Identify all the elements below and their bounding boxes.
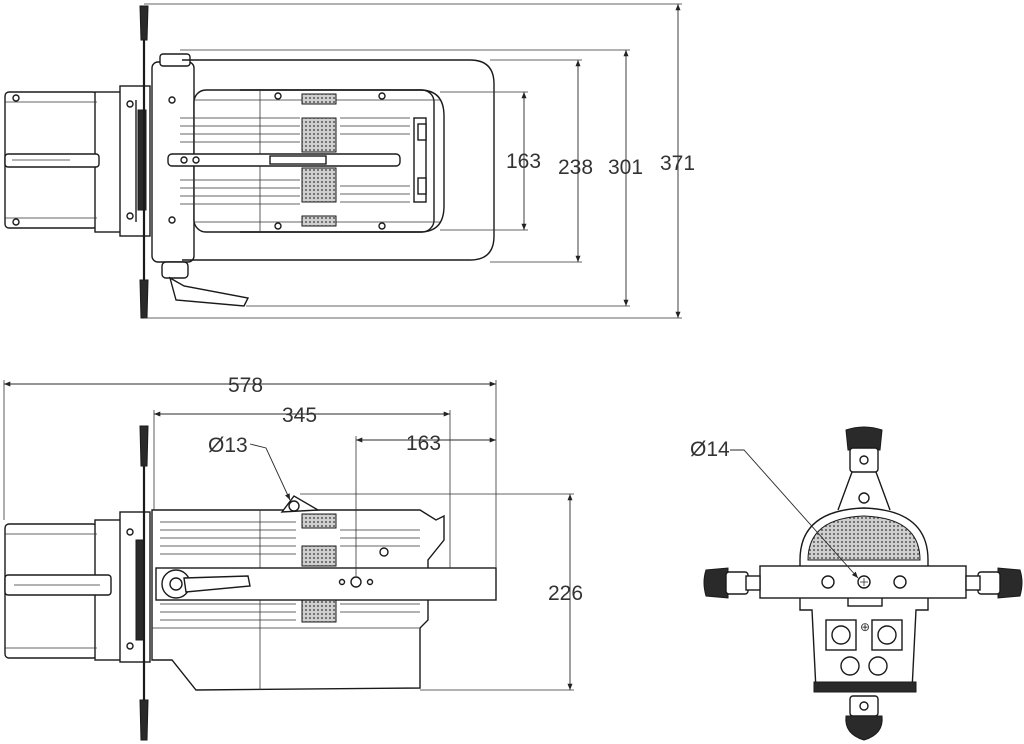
side-lock-lever [161,569,251,599]
side-yoke-arm [155,495,497,601]
dim-label-238: 238 [558,156,593,179]
rear-bottom-handle [845,695,883,741]
rear-dimensions: Ø14 [690,438,859,579]
top-dimensions: 163 238 301 371 [144,3,695,319]
dim-label-578: 578 [228,374,263,397]
top-yoke [182,59,495,261]
hole-label-13: Ø13 [208,434,248,457]
dim-label-163-top: 163 [506,150,541,173]
top-cooling-fins [180,117,410,205]
rear-right-handle [965,567,1023,599]
rear-body: ⊕ [799,507,929,693]
dim-label-226: 226 [548,582,583,605]
dim-label-371: 371 [660,152,695,175]
side-view: 578 345 163 226 Ø13 [3,374,583,741]
top-lock-lever [161,261,250,307]
hole-label-14: Ø14 [690,438,730,461]
side-rear-housing [4,511,151,663]
dim-label-345: 345 [282,404,317,427]
side-dimensions: 578 345 163 226 Ø13 [3,374,583,691]
top-lens-body [151,53,445,263]
side-shutter-handles [139,425,149,741]
rear-view: ⊕ Ø14 [690,426,1023,741]
rear-left-handle [703,567,761,599]
top-view: 163 238 301 371 [4,3,695,319]
dim-label-163-side: 163 [406,432,441,455]
dim-label-301: 301 [608,156,643,179]
rear-yoke [759,565,967,599]
rear-ground-symbol: ⊕ [860,620,870,634]
side-cooling-fins [160,521,420,621]
rear-top-handle [837,426,891,511]
top-rear-housing [4,85,151,237]
